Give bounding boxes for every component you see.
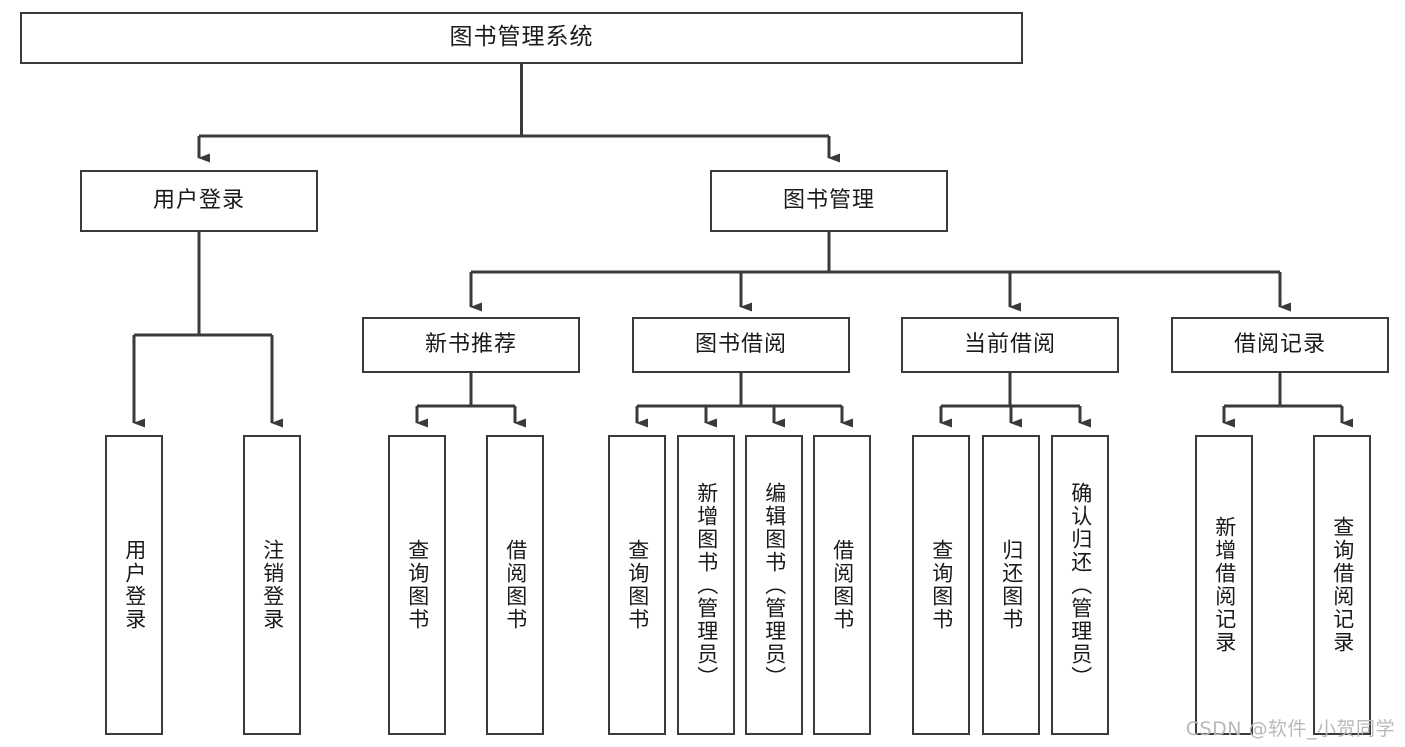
leaf-query-books-recommendation[interactable]: 查询图书 (388, 435, 446, 735)
leaf-query-borrow-record[interactable]: 查询借阅记录 (1313, 435, 1371, 735)
node-book-borrowing[interactable]: 图书借阅 (632, 317, 850, 373)
leaf-add-borrow-record[interactable]: 新增借阅记录 (1195, 435, 1253, 735)
leaf-logout[interactable]: 注销登录 (243, 435, 301, 735)
node-label: 图书借阅 (694, 331, 787, 357)
node-label: 新增借阅记录 (1212, 516, 1237, 654)
node-label: 借阅图书 (503, 539, 528, 631)
leaf-user-login[interactable]: 用户登录 (105, 435, 163, 735)
node-new-book-recommendation[interactable]: 新书推荐 (362, 317, 580, 373)
leaf-borrow-books-recommendation[interactable]: 借阅图书 (486, 435, 544, 735)
node-label: 借阅记录 (1233, 331, 1326, 357)
node-label: 当前借阅 (963, 331, 1056, 357)
leaf-return-book[interactable]: 归还图书 (982, 435, 1040, 735)
node-label: 新增图书（管理员） (694, 481, 719, 689)
node-label: 新书推荐 (424, 331, 517, 357)
node-label: 查询图书 (929, 539, 954, 631)
node-label: 借阅图书 (830, 539, 855, 631)
leaf-query-books-borrowing[interactable]: 查询图书 (608, 435, 666, 735)
node-borrowing-records[interactable]: 借阅记录 (1171, 317, 1389, 373)
leaf-edit-book-admin[interactable]: 编辑图书（管理员） (745, 435, 803, 735)
node-label: 查询图书 (405, 539, 430, 631)
leaf-add-book-admin[interactable]: 新增图书（管理员） (677, 435, 735, 735)
node-label: 归还图书 (999, 539, 1024, 631)
node-label: 查询借阅记录 (1330, 516, 1355, 654)
node-label: 图书管理 (782, 187, 875, 213)
watermark-text: CSDN @软件_小贺同学 (1185, 718, 1395, 740)
node-label: 注销登录 (260, 539, 285, 631)
node-current-borrowing[interactable]: 当前借阅 (901, 317, 1119, 373)
leaf-borrow-book[interactable]: 借阅图书 (813, 435, 871, 735)
leaf-confirm-return-admin[interactable]: 确认归还（管理员） (1051, 435, 1109, 735)
node-label: 查询图书 (625, 539, 650, 631)
node-label: 确认归还（管理员） (1068, 481, 1093, 689)
node-label: 用户登录 (122, 539, 147, 631)
node-label: 图书管理系统 (449, 24, 594, 51)
node-book-management[interactable]: 图书管理 (710, 170, 948, 232)
leaf-query-books-current[interactable]: 查询图书 (912, 435, 970, 735)
node-user-login[interactable]: 用户登录 (80, 170, 318, 232)
node-label: 用户登录 (152, 187, 245, 213)
node-root-book-management-system[interactable]: 图书管理系统 (20, 12, 1023, 64)
node-label: 编辑图书（管理员） (762, 481, 787, 689)
